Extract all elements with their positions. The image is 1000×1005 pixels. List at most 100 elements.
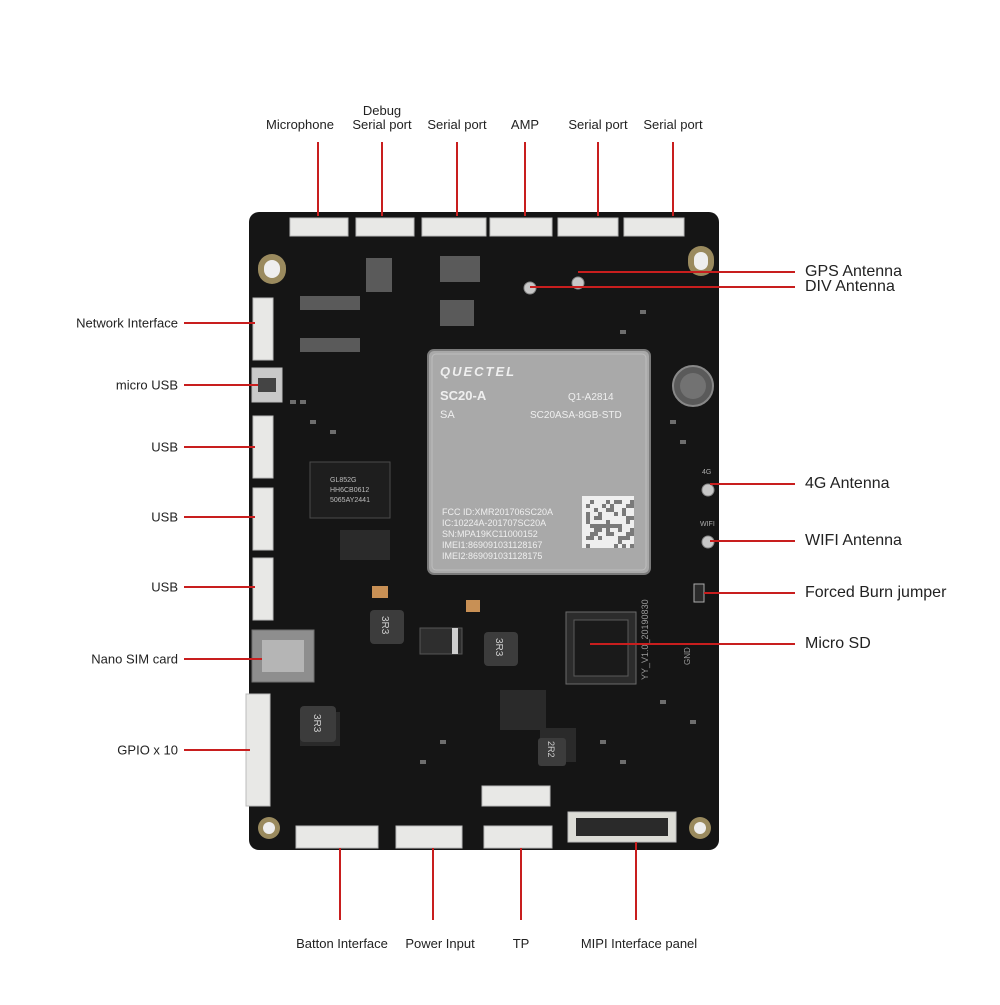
qr-module xyxy=(614,500,618,504)
component-grid xyxy=(290,310,696,764)
qr-module xyxy=(618,524,622,528)
label-usb-2: USB xyxy=(151,509,178,525)
qr-module xyxy=(626,532,630,536)
connector-usb-1 xyxy=(252,415,274,479)
inductor xyxy=(538,738,566,766)
qr-module xyxy=(594,532,598,536)
qr-module xyxy=(614,512,618,516)
qr-module xyxy=(622,544,626,548)
qr-module xyxy=(606,520,610,524)
bottom-connectors xyxy=(295,785,677,849)
qr-module xyxy=(614,544,618,548)
label-nano-sim-card: Nano SIM card xyxy=(91,651,178,667)
connector-serial-2 xyxy=(557,217,619,237)
qr-module xyxy=(606,508,610,512)
qr-module xyxy=(622,508,626,512)
4g-antenna-connector xyxy=(701,483,715,497)
qr-module xyxy=(590,500,594,504)
qr-module xyxy=(602,504,606,508)
qr-module xyxy=(586,504,590,508)
qr-module xyxy=(630,532,634,536)
label-gpio: GPIO x 10 xyxy=(117,742,178,758)
qr-module xyxy=(606,524,610,528)
small-components xyxy=(300,256,576,762)
label-amp: AMP xyxy=(510,117,540,132)
inductor xyxy=(484,632,518,666)
capacitor xyxy=(372,586,388,598)
qr-module xyxy=(586,512,590,516)
qr-module xyxy=(610,532,614,536)
left-connectors xyxy=(245,297,315,807)
qr-module xyxy=(598,536,602,540)
qr-module xyxy=(626,504,630,508)
label-serial-port-3: Serial port xyxy=(643,117,703,132)
label-micro-usb: micro USB xyxy=(115,377,178,393)
label-debug-line1: Debug xyxy=(362,103,402,118)
qr-module xyxy=(594,524,598,528)
module-model: SC20-A xyxy=(440,388,487,403)
label-button-interface: Batton Interface xyxy=(296,936,388,951)
label-microphone: Microphone xyxy=(266,117,334,132)
qr-module xyxy=(586,536,590,540)
wifi-silkscreen: WIFI xyxy=(700,521,715,528)
label-debug-line2: Serial port xyxy=(352,117,412,132)
usb-hub-chip-text: HH6CB0612 xyxy=(330,487,369,494)
label-4g-antenna: 4G Antenna xyxy=(805,475,890,492)
4g-silkscreen: 4G xyxy=(702,469,711,476)
qr-module xyxy=(598,512,602,516)
top-connectors xyxy=(289,217,685,237)
qr-module xyxy=(606,532,610,536)
qr-module xyxy=(606,500,610,504)
qr-module xyxy=(618,528,622,532)
inductor-label: 2R2 xyxy=(546,741,556,758)
connector-serial-1 xyxy=(421,217,487,237)
qr-module xyxy=(618,536,622,540)
module-code: Q1-A2814 xyxy=(568,392,614,403)
connector-tp xyxy=(483,825,553,849)
qr-module xyxy=(590,536,594,540)
module-imei2: IMEI2:869091031128175 xyxy=(442,551,542,561)
qr-module xyxy=(586,520,590,524)
qr-module xyxy=(590,524,594,528)
capacitor xyxy=(466,600,480,612)
connector-power xyxy=(395,825,463,849)
qr-module xyxy=(618,540,622,544)
label-serial-port-1: Serial port xyxy=(427,117,487,132)
connector-amp xyxy=(489,217,553,237)
label-usb-3: USB xyxy=(151,579,178,595)
qr-module xyxy=(630,500,634,504)
label-wifi-antenna: WIFI Antenna xyxy=(805,532,902,549)
inductor-label: 3R3 xyxy=(379,616,390,635)
inductor-label: 3R3 xyxy=(311,714,322,733)
connector-network xyxy=(252,297,274,361)
connector-usb-2 xyxy=(252,487,274,551)
qr-module xyxy=(630,516,634,520)
qr-module xyxy=(594,516,598,520)
qr-module xyxy=(622,512,626,516)
module-fcc: FCC ID:XMR201706SC20A xyxy=(442,507,553,517)
connector-serial-3 xyxy=(623,217,685,237)
qr-module xyxy=(622,536,626,540)
qr-module xyxy=(590,532,594,536)
label-forced-burn-jumper: Forced Burn jumper xyxy=(805,584,947,601)
qr-module xyxy=(614,524,618,528)
inductor-label: 3R3 xyxy=(493,638,504,657)
module-sn: SN:MPA19KC11000152 xyxy=(442,529,538,539)
qr-module xyxy=(630,504,634,508)
label-mipi-interface-panel: MIPI Interface panel xyxy=(580,936,698,951)
label-power-input: Power Input xyxy=(405,936,475,951)
qr-module xyxy=(610,508,614,512)
inductor xyxy=(300,706,336,742)
qr-module xyxy=(630,544,634,548)
label-tp: TP xyxy=(512,936,530,951)
inductors xyxy=(300,610,566,766)
connector-debug-serial xyxy=(355,217,415,237)
module-part: SC20ASA-8GB-STD xyxy=(530,410,622,421)
qr-module xyxy=(598,516,602,520)
label-usb-1: USB xyxy=(151,439,178,455)
label-gps-antenna: GPS Antenna xyxy=(805,263,902,280)
label-div-antenna: DIV Antenna xyxy=(805,278,895,295)
qr-module xyxy=(598,524,602,528)
label-debug-serial-port: Debug Serial port xyxy=(352,104,411,132)
